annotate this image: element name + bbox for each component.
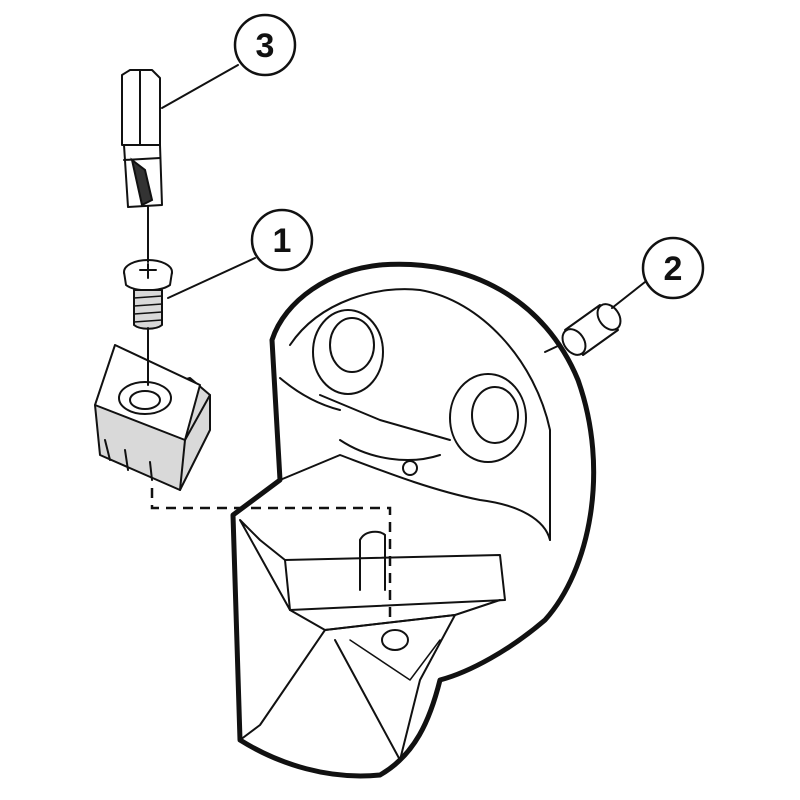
torx-key <box>121 69 163 208</box>
callout-1-label: 1 <box>273 222 292 260</box>
insert-seat-hole <box>381 629 409 651</box>
cutting-insert <box>94 344 211 491</box>
mounting-boss-lower <box>449 373 527 463</box>
dowel-pin <box>561 303 622 356</box>
assembly-axis-lines <box>147 206 561 620</box>
callout-leaders <box>161 64 646 309</box>
callout-1: 1 <box>250 208 314 272</box>
small-hole <box>402 460 418 476</box>
callout-2: 2 <box>641 236 705 300</box>
mounting-boss-upper <box>312 309 384 395</box>
callout-3-label: 3 <box>256 27 275 65</box>
callout-3: 3 <box>233 13 297 77</box>
insert-screw <box>123 259 173 330</box>
tool-holder-body <box>230 261 597 779</box>
callout-2-label: 2 <box>664 250 683 288</box>
